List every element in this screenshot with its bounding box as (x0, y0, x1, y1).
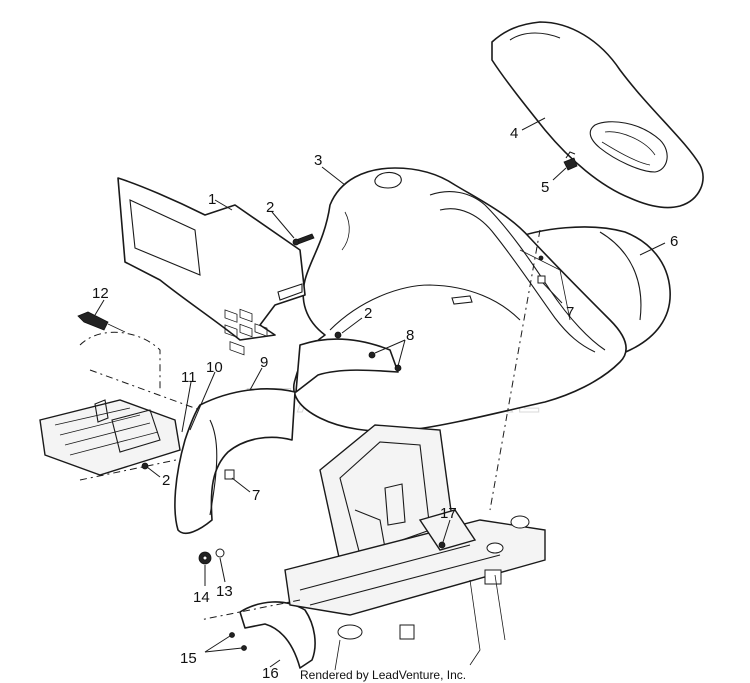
callout-2-mid: 2 (364, 305, 372, 322)
callout-10: 10 (206, 359, 223, 376)
seat-part-4 (491, 21, 704, 209)
callout-6: 6 (670, 233, 678, 250)
seat-clip-part-5 (563, 151, 578, 171)
callout-13: 13 (216, 583, 233, 600)
callout-8: 8 (406, 327, 414, 344)
nut-part-14 (198, 551, 212, 565)
body-shell-part-3 (293, 167, 627, 433)
panel-slots (224, 308, 268, 356)
footrest-frame (39, 331, 201, 481)
bracket-part-8 (295, 338, 402, 393)
callout-14: 14 (193, 589, 210, 606)
screw-part-2-upper (292, 233, 315, 246)
leader-lines (94, 117, 666, 668)
nut-part-7-lower (224, 469, 235, 480)
callout-5: 5 (541, 179, 549, 196)
render-credit: Rendered by LeadVenture, Inc. (300, 668, 466, 682)
side-panel-part-1 (117, 177, 306, 356)
callout-3: 3 (314, 152, 322, 169)
callout-labels: 1 2 2 2 3 4 5 6 7 7 8 9 10 11 12 13 14 1… (92, 125, 678, 682)
washer-part-13 (215, 548, 225, 558)
screw-part-2-mid (334, 331, 342, 339)
callout-1: 1 (208, 191, 216, 208)
callout-7-lower: 7 (252, 487, 260, 504)
callout-9: 9 (260, 354, 268, 371)
callout-7-upper: 7 (566, 304, 574, 321)
nut-part-7-upper (537, 255, 546, 284)
guard-part-16 (229, 601, 316, 669)
callout-2-upper: 2 (266, 199, 274, 216)
callout-16: 16 (262, 665, 279, 682)
callout-17: 17 (440, 505, 457, 522)
callout-2-lower: 2 (162, 472, 170, 489)
fender-flare-part-9 (174, 388, 296, 535)
callout-15: 15 (180, 650, 197, 667)
callout-4: 4 (510, 125, 518, 142)
bolt-part-12 (77, 311, 126, 333)
frame-assembly (199, 229, 546, 671)
callout-12: 12 (92, 285, 109, 302)
callout-11: 11 (181, 369, 197, 386)
